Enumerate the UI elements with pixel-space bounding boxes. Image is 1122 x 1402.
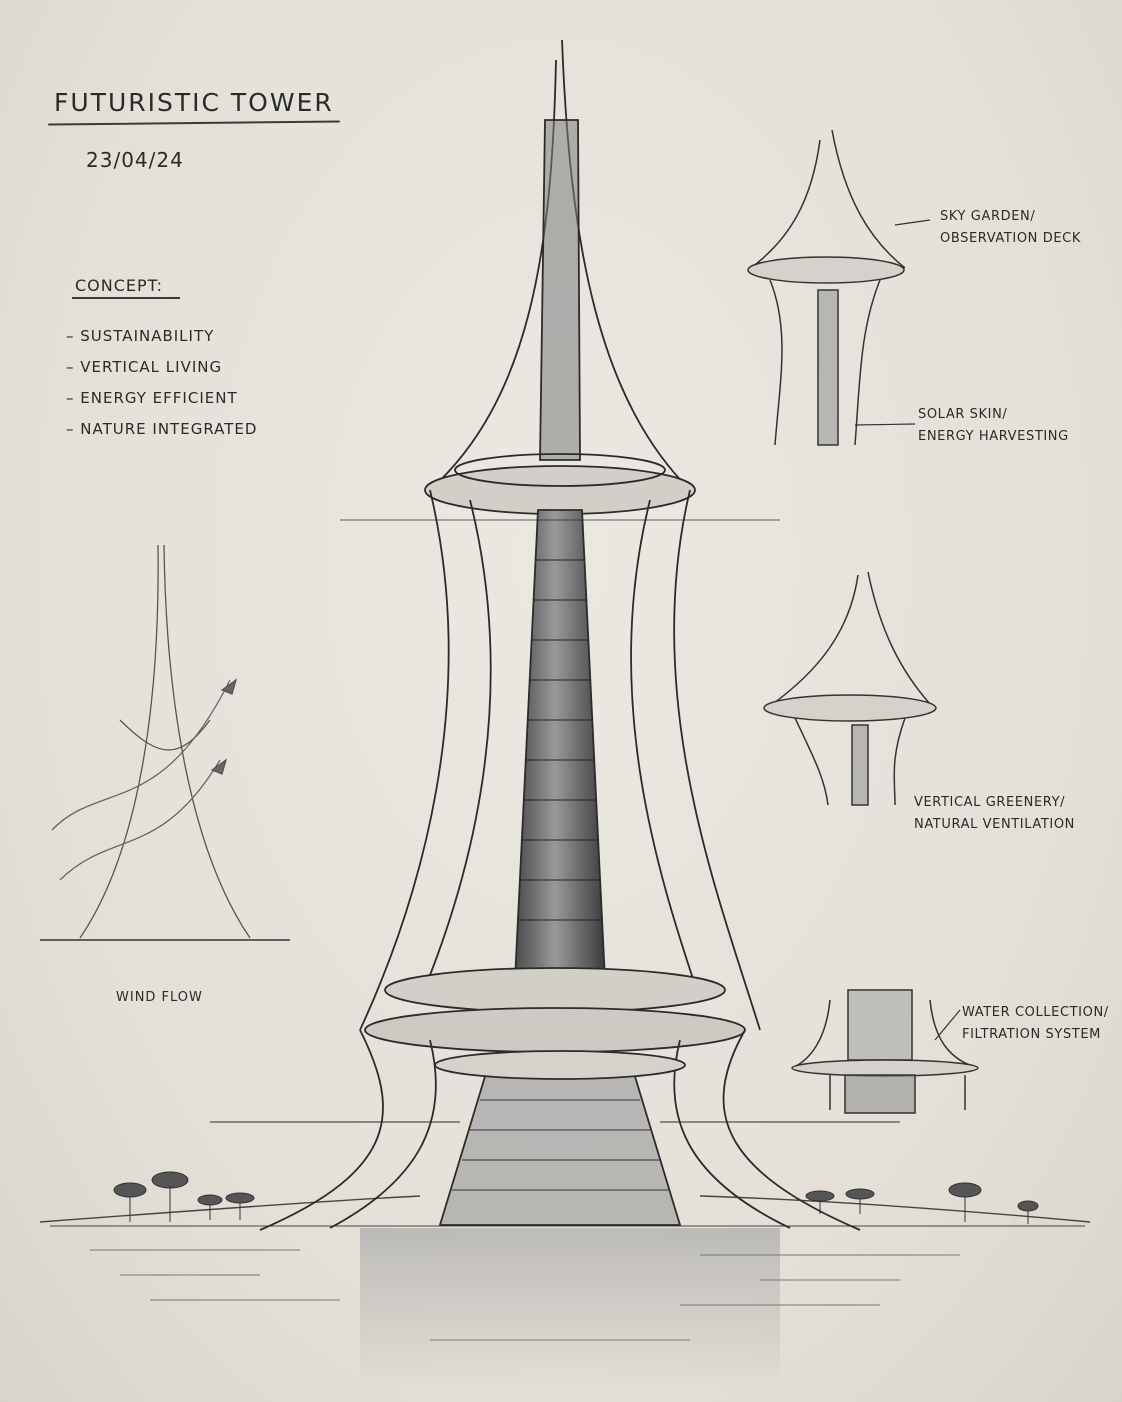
water-collection-detail <box>791 989 979 1114</box>
sky-garden-detail <box>747 129 931 446</box>
page-title: Futuristic Tower <box>54 88 334 117</box>
ground-water <box>39 1195 1091 1388</box>
annotation-line: Sky garden/ <box>940 209 1036 224</box>
sketch-date: 23/04/24 <box>86 148 184 172</box>
vertical-greenery-detail <box>763 571 937 806</box>
annotation-line: energy harvesting <box>918 429 1069 444</box>
concept-list: Sustainability Vertical living Energy ef… <box>66 326 257 450</box>
trees <box>113 1171 1039 1224</box>
annotation-solar-skin: Solar skin/ energy harvesting <box>918 404 1069 448</box>
annotation-line: observation deck <box>940 231 1081 246</box>
annotation-line: filtration system <box>962 1027 1101 1042</box>
annotation-line: Water collection/ <box>962 1005 1109 1020</box>
annotation-line: Vertical greenery/ <box>914 795 1066 810</box>
concept-item: Energy efficient <box>66 388 257 419</box>
annotation-water-collection: Water collection/ filtration system <box>962 1002 1109 1046</box>
concept-heading: Concept: <box>75 276 164 295</box>
annotation-vertical-greenery: Vertical greenery/ natural ventilation <box>914 792 1075 836</box>
wind-flow-sketch <box>40 544 290 941</box>
wind-flow-label: Wind flow <box>116 990 203 1005</box>
concept-underline <box>72 297 180 299</box>
main-tower <box>210 39 900 1231</box>
annotation-line: natural ventilation <box>914 817 1076 832</box>
concept-item: Vertical living <box>66 357 257 388</box>
concept-item: Sustainability <box>66 326 257 357</box>
concept-item: Nature integrated <box>66 419 257 450</box>
annotation-line: Solar skin/ <box>918 407 1008 422</box>
annotation-sky-garden: Sky garden/ observation deck <box>940 206 1081 250</box>
